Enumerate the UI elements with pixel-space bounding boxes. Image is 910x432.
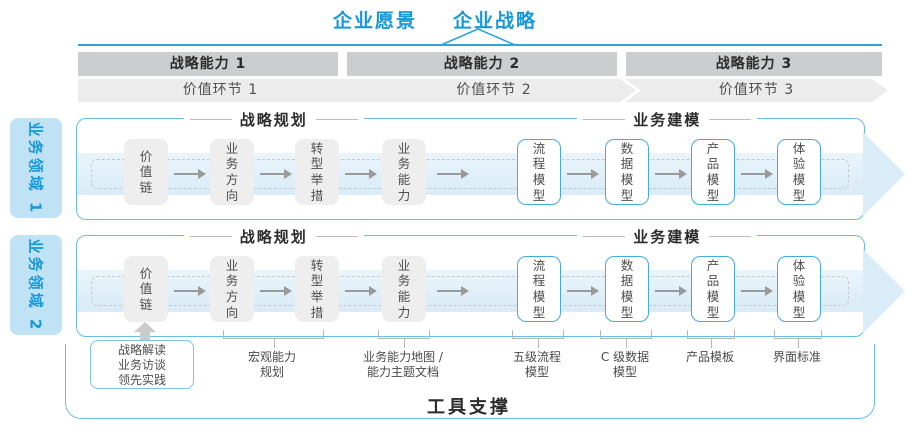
box-product-model: 产品模型 — [691, 256, 735, 322]
vision-peak-connector — [440, 28, 516, 46]
title-rule-right — [315, 236, 358, 237]
vision-title: 企业愿景 — [332, 10, 417, 32]
box-business-direction: 业务方向 — [210, 139, 254, 205]
page-title: 企业愿景 企业战略 — [0, 6, 870, 33]
note-capability-map: 业务能力地图 / 能力主题文档 — [363, 350, 443, 379]
box-process-model: 流程模型 — [517, 139, 561, 205]
domain-row-1: 战略规划 业务建模 价值链 业务方向 转型举措 业务能力 流程模型 数据模型 产… — [76, 109, 905, 220]
title-rule-right — [315, 119, 358, 120]
flow-arrow — [655, 169, 687, 179]
flow-arrow — [260, 169, 292, 179]
bracket-product-template — [687, 330, 735, 348]
section-title-planning: 战略规划 — [183, 226, 364, 247]
domain-row-2: 战略规划 业务建模 价值链 业务方向 转型举措 业务能力 流程模型 数据模型 产… — [76, 226, 905, 337]
note-process-model: 五级流程 模型 — [512, 350, 561, 379]
value-link-chevron-3: 价值环节 3 — [625, 79, 888, 102]
tool-support-title: 工具支撑 — [427, 397, 511, 418]
title-rule-left — [583, 119, 626, 120]
box-product-model: 产品模型 — [691, 139, 735, 205]
strategy-title: 企业战略 — [453, 10, 538, 32]
bracket-process-model — [512, 330, 564, 348]
note-product-template: 产品模板 — [685, 350, 734, 364]
flow-arrow — [260, 286, 292, 296]
bracket-ui-standard — [774, 330, 822, 348]
box-value-chain: 价值链 — [124, 139, 168, 205]
box-business-direction: 业务方向 — [210, 256, 254, 322]
box-business-capability: 业务能力 — [382, 256, 426, 322]
box-data-model: 数据模型 — [605, 139, 649, 205]
flow-band-arrowhead — [863, 249, 905, 333]
dashed-track — [91, 276, 849, 306]
title-rule-right — [709, 119, 752, 120]
dashed-track — [91, 159, 849, 189]
business-domain-label-1: 业务领域 1 — [10, 118, 62, 218]
flow-arrow — [655, 286, 687, 296]
capability-bar-1: 战略能力 1 — [78, 52, 338, 76]
up-arrow-icon-stem — [140, 331, 150, 342]
title-rule-left — [583, 236, 626, 237]
flow-band-arrowhead — [863, 132, 905, 216]
value-link-chevron-2: 价值环节 2 — [352, 79, 636, 102]
flow-arrow — [567, 286, 599, 296]
box-value-chain: 价值链 — [124, 256, 168, 322]
flow-arrow — [437, 286, 469, 296]
flow-arrow — [174, 286, 206, 296]
capability-bar-2: 战略能力 2 — [347, 52, 617, 76]
box-data-model: 数据模型 — [605, 256, 649, 322]
section-title-modeling: 业务建模 — [577, 109, 758, 130]
flow-arrow — [174, 169, 206, 179]
bracket-data-model — [600, 330, 652, 348]
title-rule-left — [189, 236, 232, 237]
section-title-modeling: 业务建模 — [577, 226, 758, 247]
bracket-capability-map — [378, 330, 430, 348]
tool-support-container — [65, 344, 875, 419]
box-transformation-initiatives: 转型举措 — [295, 256, 339, 322]
box-process-model: 流程模型 — [517, 256, 561, 322]
up-arrow-icon — [134, 322, 156, 332]
box-business-capability: 业务能力 — [382, 139, 426, 205]
flow-arrow — [437, 169, 469, 179]
value-link-chevron-1: 价值环节 1 — [78, 79, 373, 102]
note-macro-capability: 宏观能力 规划 — [247, 350, 296, 379]
note-data-model: C 级数据 模型 — [600, 350, 650, 379]
section-title-planning: 战略规划 — [183, 109, 364, 130]
capability-bar-3: 战略能力 3 — [626, 52, 882, 76]
title-rule-left — [189, 119, 232, 120]
box-transformation-initiatives: 转型举措 — [295, 139, 339, 205]
flow-arrow — [345, 286, 377, 296]
business-domain-label-2: 业务领域 2 — [10, 235, 62, 335]
vision-divider-line — [78, 44, 882, 46]
flow-arrow — [741, 286, 773, 296]
flow-arrow — [567, 169, 599, 179]
box-experience-model: 体验模型 — [777, 139, 821, 205]
flow-arrow — [741, 169, 773, 179]
bracket-macro-capability — [223, 330, 324, 348]
note-ui-standard: 界面标准 — [772, 350, 821, 364]
strategy-inputs-box: 战略解读 业务访谈 领先实践 — [90, 340, 194, 389]
flow-arrow — [345, 169, 377, 179]
title-rule-right — [709, 236, 752, 237]
box-experience-model: 体验模型 — [777, 256, 821, 322]
